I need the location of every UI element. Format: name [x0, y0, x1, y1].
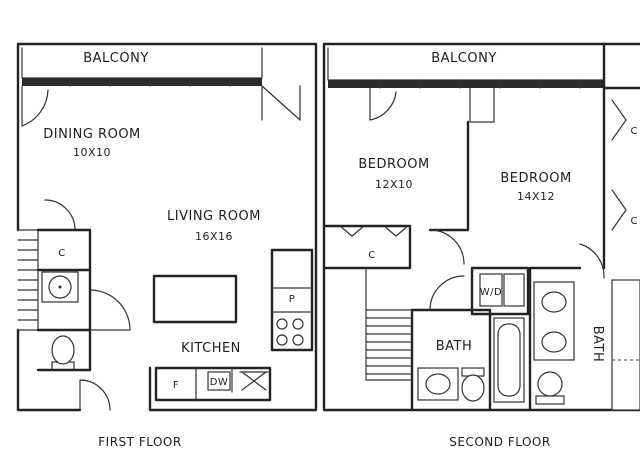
bath1-sink [417, 367, 459, 401]
bath2-walls [528, 266, 582, 412]
second-floor-chimney [469, 87, 495, 123]
bath2-door-swing [579, 243, 605, 279]
washer-dryer [470, 266, 530, 316]
first-floor-balcony-wall [22, 78, 262, 86]
bath2-toilet [535, 371, 565, 405]
kitchen-label: KITCHEN [181, 341, 241, 356]
first-floor-closet-label: C [58, 248, 65, 259]
pantry-label: P [289, 294, 296, 305]
bath1-tub [493, 317, 525, 403]
second-floor-closet-wall [322, 224, 412, 270]
bath2-shower [611, 279, 640, 411]
second-floor-caption: SECOND FLOOR [449, 435, 550, 449]
bedroom1-door-swing [429, 229, 465, 265]
first-floor-outer-wall [16, 42, 318, 412]
first-floor-kitchen-island [152, 274, 238, 324]
second-floor-closet2-label: C [631, 126, 638, 137]
first-floor-sink [41, 271, 79, 303]
first-floor-closet-door [261, 85, 301, 121]
first-floor-window-mullions [69, 77, 231, 87]
first-floor-kitchen-counters [154, 248, 314, 402]
dining-room-label: DINING ROOM [43, 127, 141, 142]
second-floor-window-mullions [379, 79, 581, 89]
dining-room-size: 10X10 [73, 146, 111, 159]
first-floor-stairs [17, 229, 39, 331]
bedroom1-label: BEDROOM [358, 157, 429, 172]
first-floor-plan: BALCONY DINING ROOM 10X10 LIVING ROOM 16… [16, 42, 318, 449]
first-floor-balcony-door [21, 85, 49, 127]
second-floor-plan: BALCONY BEDROOM 12X10 BEDROOM 14X12 C C … [322, 42, 640, 449]
second-floor-closet1-label: C [368, 250, 375, 261]
bedroom-divider-wall [428, 120, 470, 232]
second-floor-right-wall [602, 42, 640, 270]
bath1-toilet [461, 367, 485, 402]
second-floor-stairs [365, 267, 413, 381]
bedroom2-label: BEDROOM [500, 171, 571, 186]
first-floor-balcony-label: BALCONY [83, 51, 149, 66]
living-room-label: LIVING ROOM [167, 209, 261, 224]
bath1-walls [410, 308, 492, 412]
bath1-label: BATH [436, 339, 473, 354]
second-floor-closet-doors [339, 225, 409, 237]
right-closet-doors [611, 99, 627, 231]
second-floor-closet3-label: C [631, 216, 638, 227]
second-floor-balcony-door [369, 87, 397, 121]
first-floor-bath-door-swing [89, 289, 131, 331]
second-floor-outer-wall [322, 42, 640, 412]
washer-dryer-label: W/D [480, 287, 502, 298]
living-room-size: 16X16 [195, 230, 233, 243]
first-floor-caption: FIRST FLOOR [98, 435, 181, 449]
bath2-double-sink [533, 281, 575, 361]
second-floor-balcony-wall [328, 80, 604, 88]
first-floor-closet-door-swing [44, 199, 76, 231]
bedroom2-size: 14X12 [517, 190, 555, 203]
fridge-label: F [173, 380, 179, 391]
bath2-label: BATH [590, 326, 605, 363]
dishwasher-label: DW [210, 377, 229, 388]
first-floor-toilet [51, 335, 75, 371]
bath1-door-swing [429, 275, 465, 311]
bedroom1-size: 12X10 [375, 178, 413, 191]
second-floor-balcony-label: BALCONY [431, 51, 497, 66]
first-floor-entry-door [79, 379, 111, 411]
